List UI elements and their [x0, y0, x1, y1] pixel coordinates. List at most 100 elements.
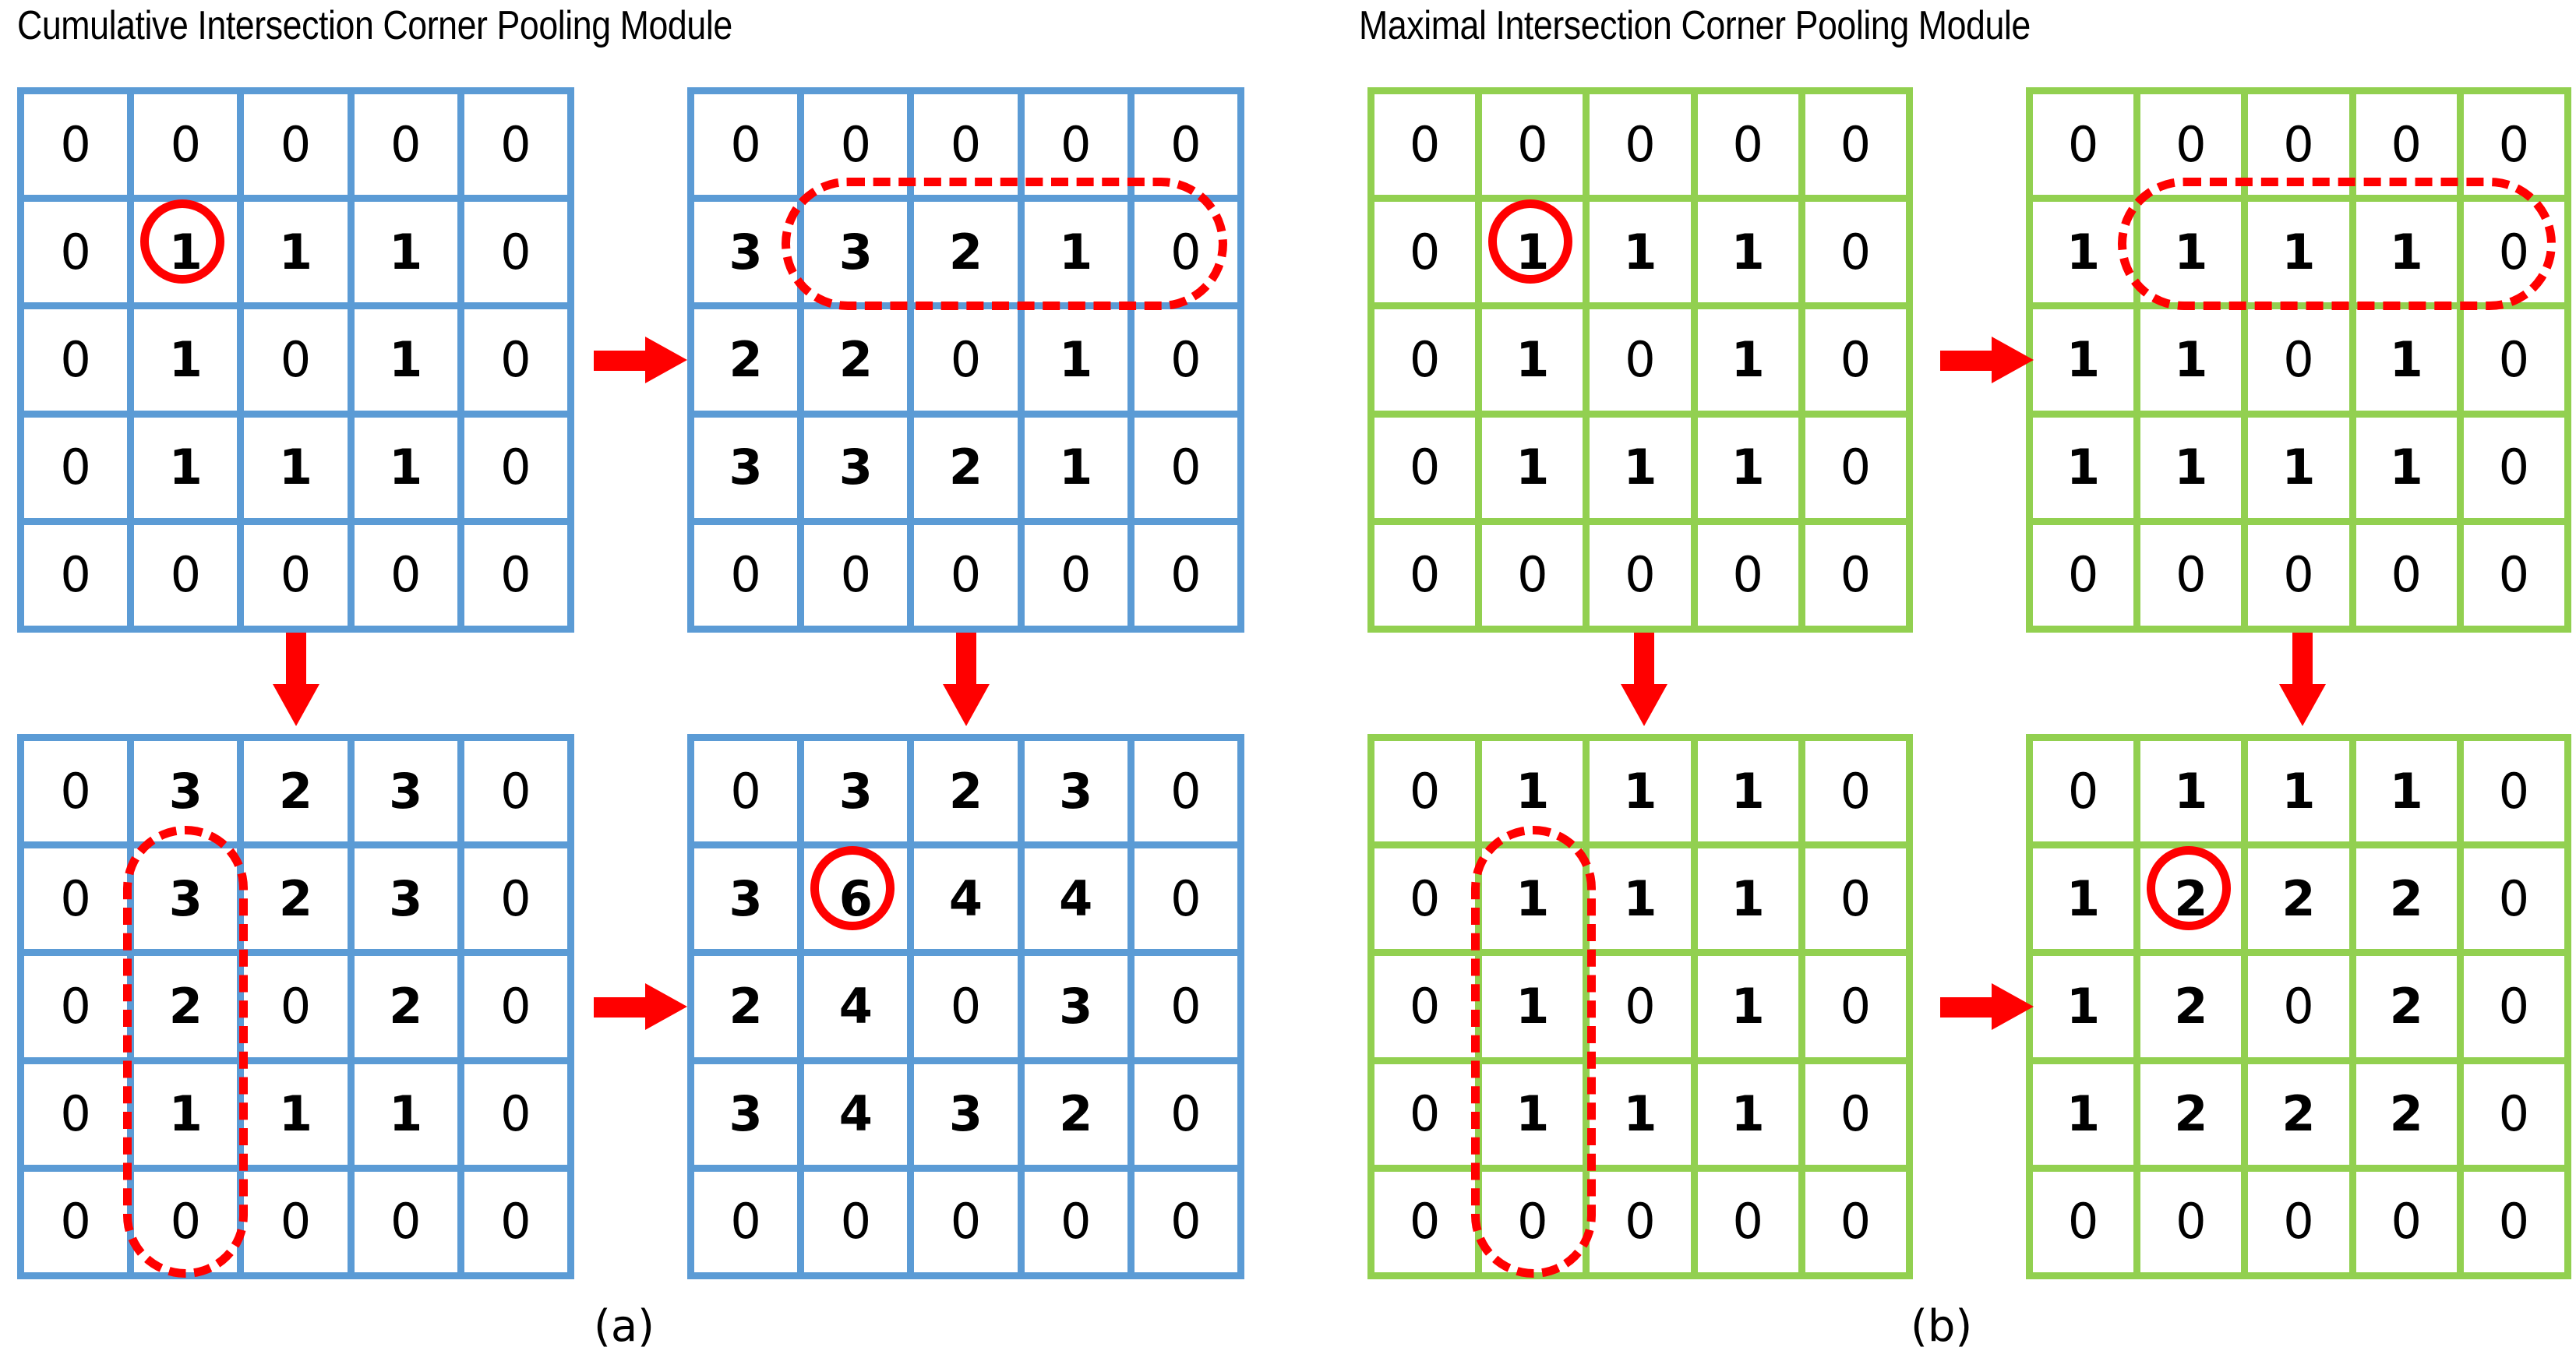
grid-cell: 0 — [1374, 202, 1476, 303]
highlight-capsule-row-a2 — [782, 178, 1227, 310]
grid-cell: 1 — [2355, 202, 2457, 303]
grid-cell: 0 — [1374, 524, 1476, 626]
grid-cell: 0 — [2140, 524, 2242, 626]
grid-cell: 2 — [914, 741, 1018, 842]
highlight-circle-b1 — [1488, 199, 1572, 284]
grid-cell: 1 — [1482, 741, 1583, 842]
grid-cell: 0 — [1024, 524, 1127, 626]
grid-cell: 0 — [1805, 417, 1906, 518]
grid-cell: 2 — [2355, 956, 2457, 1057]
grid-cell: 0 — [24, 94, 128, 196]
highlight-capsule-row-b2 — [2118, 178, 2556, 310]
grid-cell: 0 — [134, 524, 238, 626]
grid-cell: 1 — [134, 1063, 238, 1165]
grid-cell: 0 — [2248, 309, 2349, 411]
grid-cell: 3 — [134, 741, 238, 842]
grid-cell: 0 — [2463, 1063, 2564, 1165]
grid-cell: 1 — [2033, 417, 2134, 518]
grid-cell: 1 — [1482, 417, 1583, 518]
grid-cell: 0 — [1482, 94, 1583, 196]
grid-cell: 1 — [2140, 741, 2242, 842]
grid-cell: 0 — [1482, 524, 1583, 626]
panel-cumulative: Cumulative Intersection Corner Pooling M… — [17, 3, 1244, 1351]
grid-cell: 0 — [2033, 94, 2134, 196]
grid-cell: 0 — [2033, 1171, 2134, 1272]
grid-cell: 2 — [244, 741, 348, 842]
grid-cell: 0 — [244, 524, 348, 626]
grid-cell: 0 — [914, 524, 1018, 626]
grid-cell: 0 — [464, 1171, 567, 1272]
grid-cell: 4 — [804, 1063, 908, 1165]
grid-cell: 0 — [1374, 1063, 1476, 1165]
grid-cell: 0 — [2463, 1171, 2564, 1272]
grid-cell: 0 — [804, 524, 908, 626]
grid-cell: 2 — [2140, 956, 2242, 1057]
grid-cell: 1 — [2355, 417, 2457, 518]
highlight-circle-b4 — [2147, 846, 2231, 930]
grid-cell: 0 — [1024, 1171, 1127, 1272]
grid-cell: 0 — [24, 848, 128, 950]
grid-cell: 0 — [1374, 417, 1476, 518]
grid-cell: 1 — [2033, 956, 2134, 1057]
grid-cell: 3 — [1024, 956, 1127, 1057]
grid-cell: 1 — [2033, 1063, 2134, 1165]
grid-cell: 1 — [1482, 1063, 1583, 1165]
grid-cell: 0 — [464, 741, 567, 842]
grid-cell: 3 — [914, 1063, 1018, 1165]
highlight-circle-a1 — [140, 199, 224, 284]
grid-cell: 3 — [354, 741, 457, 842]
arrow-right-icon — [1940, 337, 2034, 383]
grid-cell: 0 — [914, 1171, 1018, 1272]
arrow-right-icon — [594, 983, 687, 1030]
grid-cell: 0 — [2033, 524, 2134, 626]
grid-cell: 0 — [914, 956, 1018, 1057]
grid-cell: 1 — [1024, 309, 1127, 411]
grid-cell: 1 — [2140, 417, 2242, 518]
grid-cell: 0 — [244, 956, 348, 1057]
grid-cell: 0 — [464, 94, 567, 196]
grid-cell: 3 — [354, 848, 457, 950]
grid-cell: 1 — [1024, 417, 1127, 518]
grid-cell: 3 — [1024, 741, 1127, 842]
grid-cell: 0 — [1374, 94, 1476, 196]
grid-cell: 2 — [244, 848, 348, 950]
grid-cell: 0 — [24, 741, 128, 842]
grid-cell: 0 — [1697, 94, 1798, 196]
grid-cell: 1 — [2355, 309, 2457, 411]
grid-cell: 0 — [1805, 1063, 1906, 1165]
grid-cell: 0 — [1805, 309, 1906, 411]
grid-cell: 1 — [2248, 741, 2349, 842]
grid-cell: 0 — [2463, 524, 2564, 626]
arrow-down-icon — [1621, 633, 1667, 726]
grid-cell: 0 — [464, 956, 567, 1057]
grid-cell: 0 — [1374, 309, 1476, 411]
grid-cell: 1 — [1697, 741, 1798, 842]
grid-cell: 0 — [24, 1171, 128, 1272]
grid-cell: 1 — [2248, 202, 2349, 303]
grid-cell: 0 — [1134, 956, 1237, 1057]
grid-cell: 1 — [2033, 202, 2134, 303]
grid-cell: 2 — [804, 309, 908, 411]
grid-cell: 0 — [1374, 956, 1476, 1057]
grid-cell: 0 — [1590, 309, 1691, 411]
grid-cell: 0 — [1805, 94, 1906, 196]
grid-cell: 0 — [2355, 1171, 2457, 1272]
grid-cell: 0 — [1590, 956, 1691, 1057]
grid-cell: 0 — [354, 1171, 457, 1272]
grid-cell: 0 — [2463, 741, 2564, 842]
grid-cell: 1 — [1697, 1063, 1798, 1165]
grid-cell: 0 — [464, 1063, 567, 1165]
grid-cell: 1 — [1482, 956, 1583, 1057]
grid-cell: 2 — [2248, 1063, 2349, 1165]
grid-cell: 0 — [24, 1063, 128, 1165]
highlight-circle-a4 — [810, 846, 895, 930]
grid-cell: 0 — [1374, 1171, 1476, 1272]
arrow-down-icon — [943, 633, 990, 726]
grid-cell: 2 — [914, 202, 1018, 303]
grid-cell: 0 — [1805, 848, 1906, 950]
grid-cell: 0 — [2248, 524, 2349, 626]
arrow-right-icon — [1940, 983, 2034, 1030]
grid-cell: 0 — [2463, 956, 2564, 1057]
grid-cell: 1 — [2248, 417, 2349, 518]
